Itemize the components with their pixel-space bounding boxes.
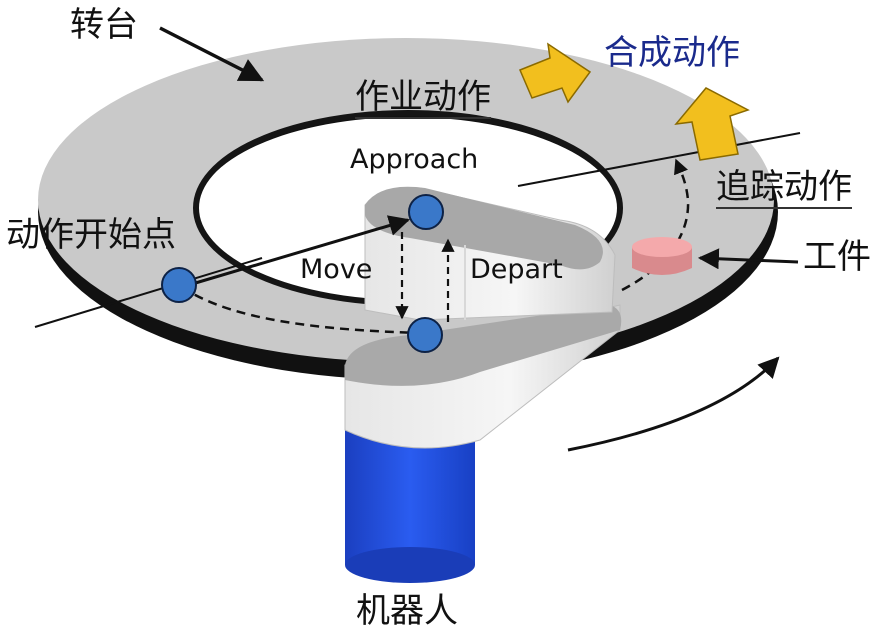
work-point [407,317,443,353]
approach-label: Approach [350,144,479,175]
rotation-arrow [567,356,780,452]
workpiece-pointer [697,248,799,270]
move-label: Move [300,254,373,285]
motion-start-point-label: 动作开始点 [6,215,176,255]
workpiece-label: 工件 [803,237,871,277]
depart-label: Depart [470,254,563,285]
approach-point [408,194,444,230]
move-arrow [181,215,411,289]
workpiece [632,237,692,275]
turntable-label: 转台 [70,5,138,45]
robot-base [345,425,475,583]
start-tangent-line [34,257,263,328]
tracking-tangent-line [517,132,801,187]
robot-arm-lower [344,304,622,449]
combined-motion-arrow-2 [674,87,750,161]
combined-motion-arrow-1 [519,42,592,104]
motion-start-point [161,267,197,303]
trajectory-path [181,285,421,335]
tracking-motion-label: 追踪动作 [716,167,852,209]
robot-label: 机器人 [356,591,458,631]
combined-motion-label: 合成动作 [604,33,740,73]
work-motion-label: 作业动作 [355,77,491,119]
turntable-pointer [159,26,265,82]
